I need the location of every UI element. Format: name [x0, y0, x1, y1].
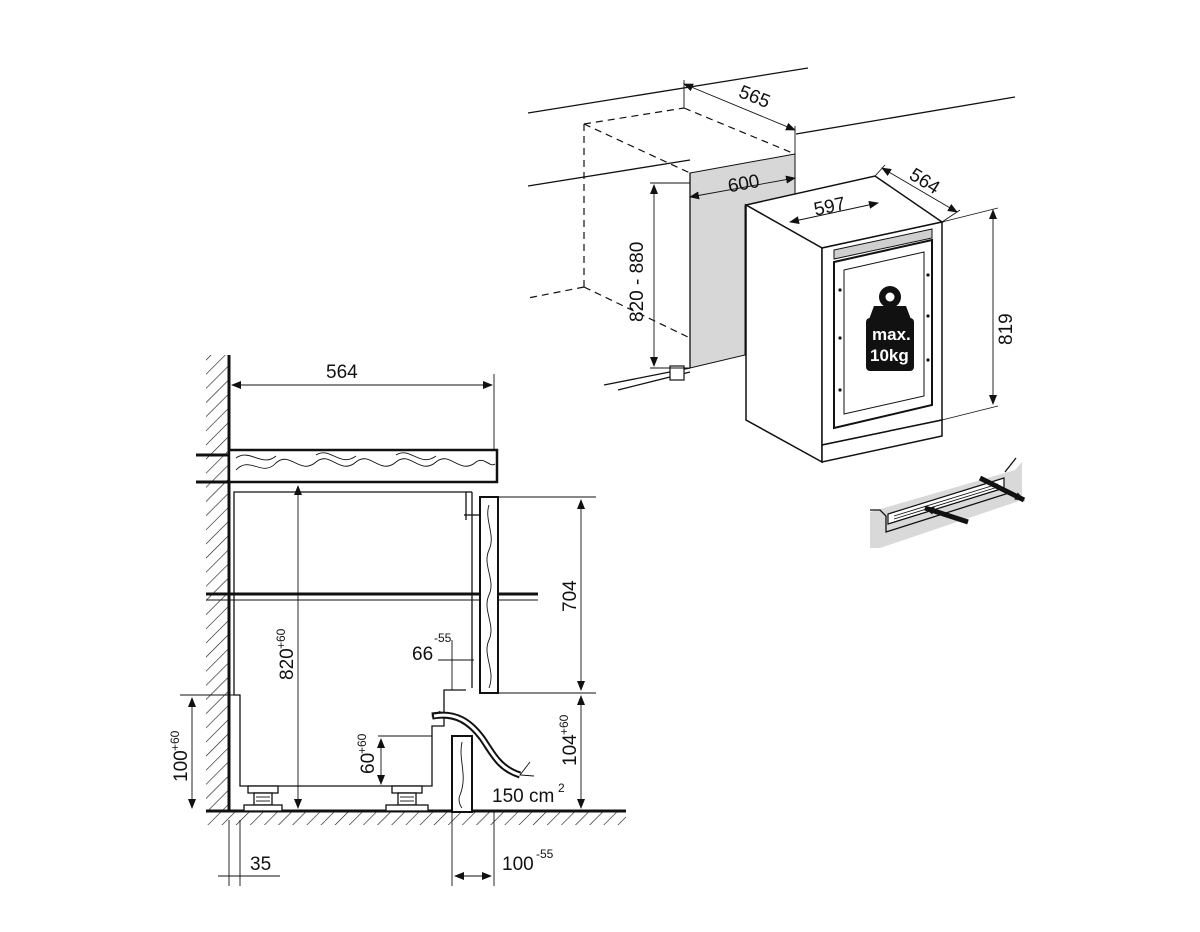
door-hinge-dot: [838, 336, 842, 340]
dim-foot-height: 60: [358, 753, 379, 774]
appliance-side: [745, 203, 823, 464]
load-label-line1: max.: [872, 325, 911, 344]
dim-side-depth: 564: [326, 362, 358, 383]
dim-base-height: 100: [171, 750, 192, 782]
door-hinge-dot: [838, 388, 842, 392]
weight-icon: max. 10kg: [866, 286, 914, 371]
niche-outline: [527, 286, 585, 299]
niche-outline: [583, 286, 691, 339]
door-hinge-dot: [926, 358, 930, 362]
load-label-line2: 10kg: [870, 346, 909, 365]
dim-niche-depth: 565: [736, 82, 773, 113]
vent-area-exp: 2: [558, 781, 565, 795]
vent-grille-detail: [870, 457, 1026, 548]
niche-outline: [583, 107, 685, 125]
door-hinge-dot: [838, 288, 842, 292]
niche-outline: [683, 107, 796, 155]
dim-line-564-top: [881, 167, 958, 213]
dim-line-565: [683, 83, 796, 131]
door-glass: [843, 251, 925, 415]
control-strip: [833, 228, 933, 260]
dim-wall-gap: 35: [250, 854, 271, 875]
worktop: [227, 448, 499, 484]
wall-hatch: [206, 355, 228, 810]
door-frame: [833, 238, 933, 430]
dim-front-gap: 100: [502, 854, 534, 875]
dim-plinth-height: 104: [560, 734, 581, 766]
niche-outline: [583, 123, 691, 174]
vent-area-label: 150 cm: [492, 786, 554, 807]
appliance-plinth: [821, 419, 943, 463]
dim-side-height-tol: +60: [274, 628, 288, 649]
dim-niche-height: 820 - 880: [627, 242, 648, 322]
door-hinge-dot: [926, 314, 930, 318]
worktop-edge-rear: [795, 96, 1016, 135]
dim-plinth-offset: 66: [412, 644, 433, 665]
airflow-in-arrow: [924, 505, 969, 525]
dim-base-height-tol: +60: [168, 730, 182, 751]
floor-hatch: [206, 811, 626, 825]
niche-foot: [669, 365, 685, 381]
dim-plinth-offset-tol: -55: [434, 631, 452, 645]
plinth-board: [451, 735, 473, 813]
isometric-view: 565 600 820 - 880 max. 10kg: [527, 67, 1026, 548]
worktop-grain: [235, 458, 496, 471]
door-hinge-dot: [926, 273, 930, 277]
side-section-view: 564 820 +60 704 66 -55 60 +60 104 +60: [168, 355, 626, 886]
dim-appliance-depth: 564: [905, 164, 943, 199]
dim-door-height: 704: [560, 580, 581, 612]
worktop-edge-top: [527, 67, 809, 114]
dim-appliance-height: 819: [996, 313, 1017, 345]
dim-line-597: [789, 200, 879, 225]
airflow-arrow: [431, 710, 522, 779]
worktop-edge-front: [527, 159, 691, 187]
dim-front-gap-tol: -55: [536, 847, 554, 861]
dim-line-600: [689, 175, 796, 200]
adjustable-foot-rear: [243, 785, 283, 812]
dim-side-height: 820: [277, 648, 298, 680]
dim-foot-height-tol: +60: [355, 733, 369, 754]
airflow-out-arrow: [978, 475, 1026, 503]
appliance-outline: [233, 491, 467, 787]
adjustable-foot-front: [385, 785, 429, 812]
dim-plinth-height-tol: +60: [557, 714, 571, 735]
